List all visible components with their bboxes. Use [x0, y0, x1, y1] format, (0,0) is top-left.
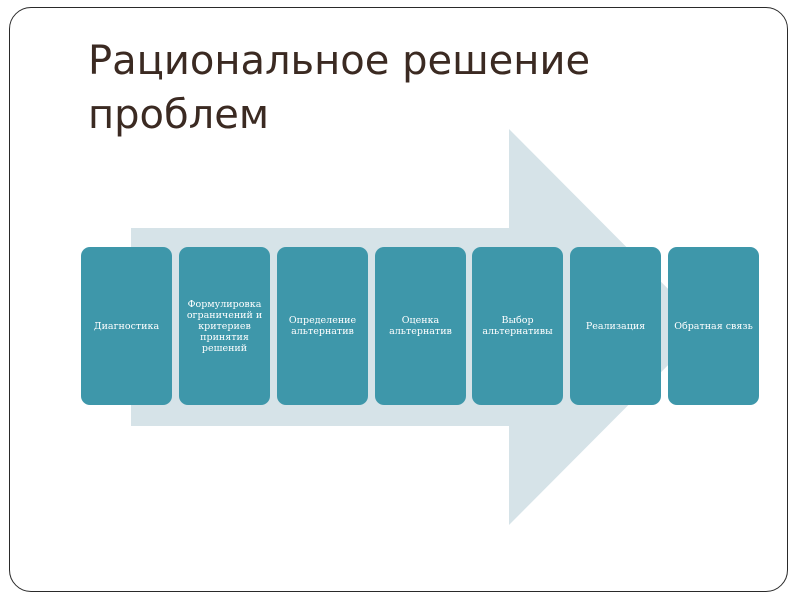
step-evaluation[interactable]: Оценка альтернатив [375, 247, 466, 405]
step-feedback[interactable]: Обратная связь [668, 247, 759, 405]
step-choice[interactable]: Выбор альтернативы [472, 247, 563, 405]
step-constraints[interactable]: Формулировка ограничений и критериев при… [179, 247, 270, 405]
step-label: Оценка альтернатив [389, 315, 452, 337]
step-diagnostics[interactable]: Диагностика [81, 247, 172, 405]
step-label: Реализация [585, 320, 646, 332]
step-label: Выбор альтернативы [482, 315, 553, 337]
step-alternatives[interactable]: Определение альтернатив [277, 247, 368, 405]
step-label: Формулировка ограничений и критериев при… [186, 298, 263, 354]
slide-title: Рациональное решение проблем [88, 38, 591, 138]
step-label: Обратная связь [674, 320, 753, 332]
step-label: Определение альтернатив [288, 315, 357, 337]
step-implementation[interactable]: Реализация [570, 247, 661, 405]
step-label: Диагностика [93, 320, 160, 332]
